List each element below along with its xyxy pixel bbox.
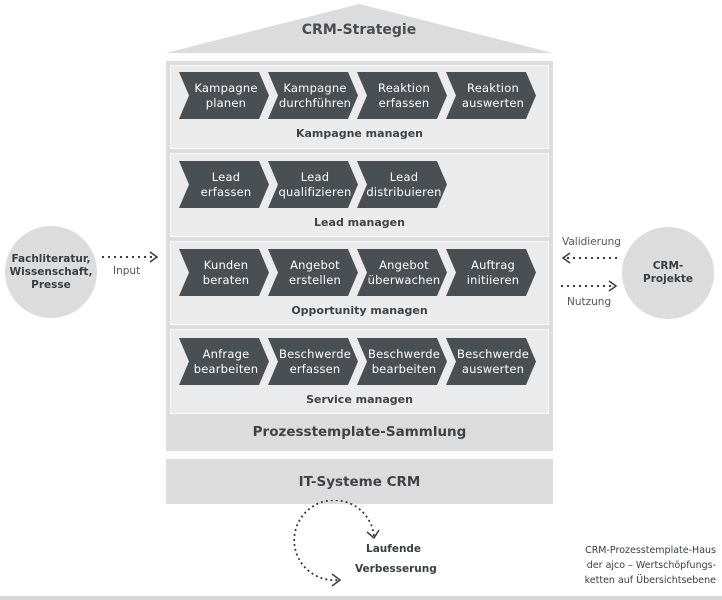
process-step-chevron: Kunden beraten xyxy=(179,249,269,296)
process-step-chevron: Lead erfassen xyxy=(179,161,269,208)
improvement-label-line2: Verbesserung xyxy=(355,563,437,575)
process-step-chevron: Reaktion auswerten xyxy=(446,72,536,119)
section-label-lead: Lead managen xyxy=(314,216,405,229)
input-label: Input xyxy=(113,265,141,277)
process-step-chevron: Beschwerde erfassen xyxy=(268,338,358,385)
process-step-chevron: Reaktion erfassen xyxy=(357,72,447,119)
process-step-label: Angebot erstellen xyxy=(289,257,341,287)
process-step-chevron: Auftrag initiieren xyxy=(446,249,536,296)
process-step-label: Kampagne durchführen xyxy=(278,80,352,110)
process-step-chevron: Beschwerde bearbeiten xyxy=(357,338,447,385)
process-step-chevron: Kampagne planen xyxy=(179,72,269,119)
roof xyxy=(166,4,553,53)
process-step-chevron: Angebot überwachen xyxy=(357,249,447,296)
improvement-label-line1: Laufende xyxy=(366,543,422,555)
bottom-divider xyxy=(0,596,722,600)
source-circle-literature: Fachliteratur, Wissenschaft, Presse xyxy=(5,226,97,318)
process-step-label: Beschwerde erfassen xyxy=(279,346,351,376)
roof-title: CRM-Strategie xyxy=(301,22,417,38)
process-step-label: Angebot überwachen xyxy=(367,257,441,287)
process-step-label: Beschwerde auswerten xyxy=(457,346,529,376)
process-step-chevron: Anfrage bearbeiten xyxy=(179,338,269,385)
usage-arrow-icon xyxy=(561,280,618,292)
figure-caption: CRM-Prozesstemplate-Haus der ajco – Wert… xyxy=(584,545,716,586)
usage-label: Nutzung xyxy=(567,296,612,308)
process-step-label: Kampagne planen xyxy=(194,80,258,110)
process-step-chevron: Kampagne durchführen xyxy=(268,72,358,119)
process-step-label: Lead qualifizieren xyxy=(278,169,352,199)
process-step-label: Kunden beraten xyxy=(202,257,250,287)
collection-label: Prozesstemplate-Sammlung xyxy=(252,424,467,440)
process-step-label: Beschwerde bearbeiten xyxy=(368,346,440,376)
process-step-chevron: Lead qualifizieren xyxy=(268,161,358,208)
validation-arrow-icon xyxy=(561,252,619,264)
input-arrow-icon xyxy=(102,251,159,263)
process-step-label: Anfrage bearbeiten xyxy=(193,346,259,376)
section-label-campaign: Kampagne managen xyxy=(295,127,423,140)
process-step-label: Lead erfassen xyxy=(200,169,252,199)
process-step-chevron: Angebot erstellen xyxy=(268,249,358,296)
section-label-service: Service managen xyxy=(306,393,413,406)
process-step-label: Lead distribuieren xyxy=(366,169,442,199)
improvement-cycle-icon xyxy=(293,500,380,587)
process-step-label: Reaktion erfassen xyxy=(378,80,430,110)
it-systems-box: IT-Systeme CRM xyxy=(166,459,553,504)
validation-label: Validierung xyxy=(562,236,621,248)
process-step-label: Auftrag initiieren xyxy=(466,257,520,287)
process-step-label: Reaktion auswerten xyxy=(461,80,525,110)
process-step-chevron: Lead distribuieren xyxy=(357,161,447,208)
source-circle-projects: CRM- Projekte xyxy=(622,227,714,319)
process-step-chevron: Beschwerde auswerten xyxy=(446,338,536,385)
section-label-opportunity: Opportunity managen xyxy=(291,304,428,317)
